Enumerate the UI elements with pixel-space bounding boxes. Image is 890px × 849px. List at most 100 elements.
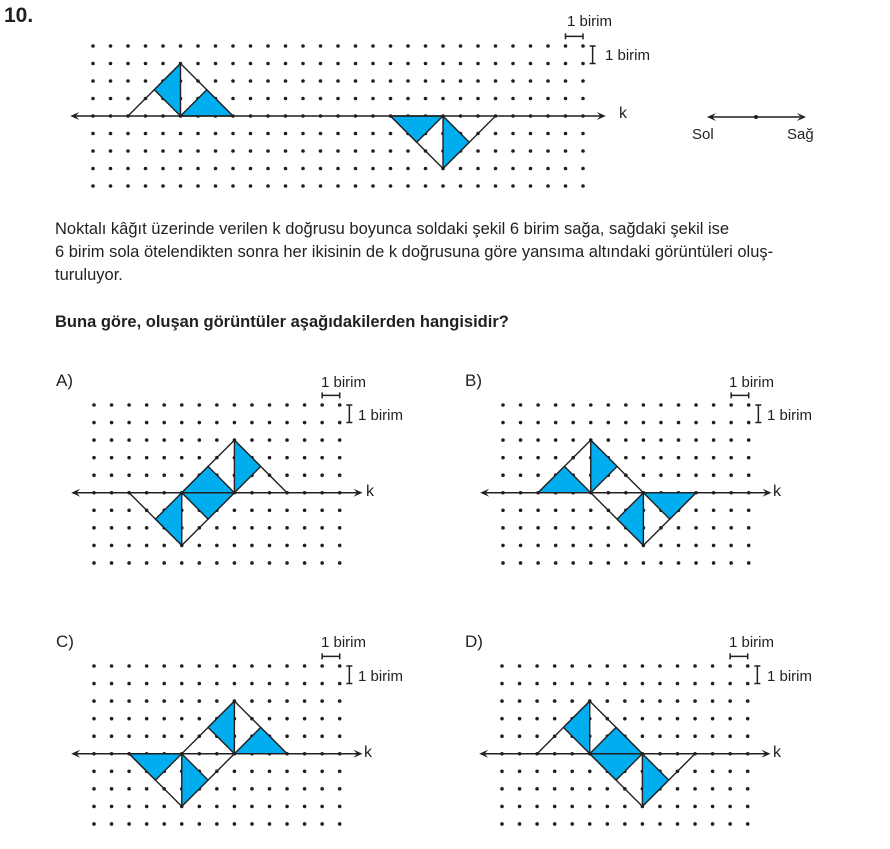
given-grid-dot (318, 184, 323, 188)
option-a-shaded-triangle (181, 465, 236, 494)
given-grid-dot (108, 79, 113, 83)
option-c-grid-dot (92, 787, 96, 791)
option-a-grid-dot (337, 420, 342, 425)
option-b-grid-dot (641, 403, 646, 407)
option-a-grid-dot (162, 543, 166, 548)
option-a-grid-dot (267, 420, 272, 425)
given-grid-dot (283, 79, 288, 83)
option-d-grid-dot (605, 787, 610, 791)
option-b-grid-dot (518, 526, 523, 530)
option-d-grid-dot (728, 804, 732, 809)
option-b-grid-dot (711, 543, 716, 548)
given-grid-dot (336, 61, 340, 66)
option-b-unit-vertical: 1 birim (767, 407, 813, 424)
option-b-grid-dot (711, 561, 716, 565)
option-b-grid-dot (553, 455, 558, 460)
option-d-grid-dot (535, 822, 539, 826)
option-d-unit-horizontal: 1 birim (729, 634, 775, 651)
option-d-grid-dot (675, 787, 680, 791)
option-b-grid-dot (571, 561, 575, 565)
option-a-grid-dot (320, 455, 324, 460)
option-a-grid-dot (320, 473, 324, 478)
given-grid-dot (196, 61, 200, 66)
option-d-grid-dot (728, 699, 732, 703)
option-c-label[interactable]: C) (56, 632, 74, 651)
option-d-grid-dot (710, 664, 715, 668)
option-b-grid-dot (711, 438, 716, 442)
option-d-grid-dot (728, 681, 732, 686)
option-a-grid-dot (144, 403, 149, 407)
option-c-grid-dot (109, 769, 114, 774)
given-grid-dot (458, 166, 463, 171)
given-grid-dot (563, 96, 568, 101)
option-c-grid-dot (250, 822, 254, 826)
option-b-grid-dot (571, 543, 575, 548)
option-c-grid-dot (127, 787, 131, 791)
option-d-grid-dot (587, 664, 592, 668)
given-grid-dot (528, 149, 533, 153)
option-b-grid-dot (501, 438, 505, 442)
option-a-grid-dot (144, 526, 149, 530)
option-a-grid-dot (179, 473, 184, 478)
given-grid-dot (301, 131, 305, 136)
given-grid-dot (108, 44, 113, 48)
option-b-grid-dot (641, 438, 646, 442)
option-d-grid-dot (500, 804, 504, 809)
option-d-grid-dot (570, 699, 574, 703)
option-c-grid-dot (197, 681, 202, 686)
option-a-grid-dot (232, 526, 237, 530)
option-a-grid-dot (267, 526, 272, 530)
option-c-grid-dot (197, 664, 202, 668)
option-c-grid-dot (337, 716, 342, 721)
option-c-unit-horizontal-bracket (321, 653, 341, 660)
option-b-shaded-triangle (590, 439, 618, 494)
option-a-grid-dot (250, 420, 254, 425)
given-grid-dot (353, 166, 358, 171)
option-b-grid-dot (676, 543, 681, 548)
question-text-line-2: 6 birim sola ötelendikten sonra her ikis… (55, 243, 774, 261)
option-c-shaded-triangle (207, 700, 236, 755)
option-a-grid-dot (285, 543, 289, 548)
given-grid-dot (248, 96, 253, 101)
option-a-label[interactable]: A) (56, 371, 73, 390)
option-a-grid-dot (285, 508, 289, 513)
option-c-grid-dot (127, 769, 131, 774)
given-grid-dot (301, 184, 305, 188)
option-b-grid-dot (676, 455, 681, 460)
direction-center-dot (754, 115, 758, 119)
direction-left-label: Sol (692, 126, 714, 143)
given-grid-dot (406, 149, 410, 153)
given-shaded-triangle (179, 89, 234, 117)
given-grid-dot (161, 184, 165, 188)
option-c-grid-dot (320, 664, 324, 668)
option-c-grid-dot (337, 769, 342, 774)
given-grid-dot (336, 96, 340, 101)
option-c-grid-dot (109, 787, 114, 791)
given-grid-dot (231, 44, 235, 48)
option-b-grid-dot (588, 543, 593, 548)
option-b-grid-dot (501, 543, 505, 548)
option-c-grid-dot (92, 699, 96, 703)
option-b-unit-horizontal-bracket (730, 392, 750, 399)
option-a-shaded-triangle (181, 492, 236, 520)
option-d-grid-dot (500, 769, 504, 774)
given-grid-dot (178, 149, 183, 153)
given-grid-dot (231, 184, 235, 188)
given-grid-dot (213, 166, 218, 171)
option-c-grid-dot (232, 664, 237, 668)
option-a-grid-dot (144, 420, 149, 425)
option-d-grid-dot (728, 787, 732, 791)
option-a-grid-dot (337, 455, 342, 460)
option-d-grid-dot (587, 681, 592, 686)
given-grid-dot (353, 184, 358, 188)
option-a-k-label: k (366, 483, 374, 500)
option-d-label[interactable]: D) (465, 632, 483, 651)
option-c-grid-dot (320, 681, 324, 686)
given-grid-dot (336, 184, 340, 188)
option-c-grid-dot (250, 787, 254, 791)
option-b-label[interactable]: B) (465, 371, 482, 390)
option-b-grid-dot (571, 526, 575, 530)
option-d-grid-dot (693, 681, 697, 686)
option-b-grid-dot (553, 508, 558, 513)
option-a-grid-dot (92, 438, 96, 442)
